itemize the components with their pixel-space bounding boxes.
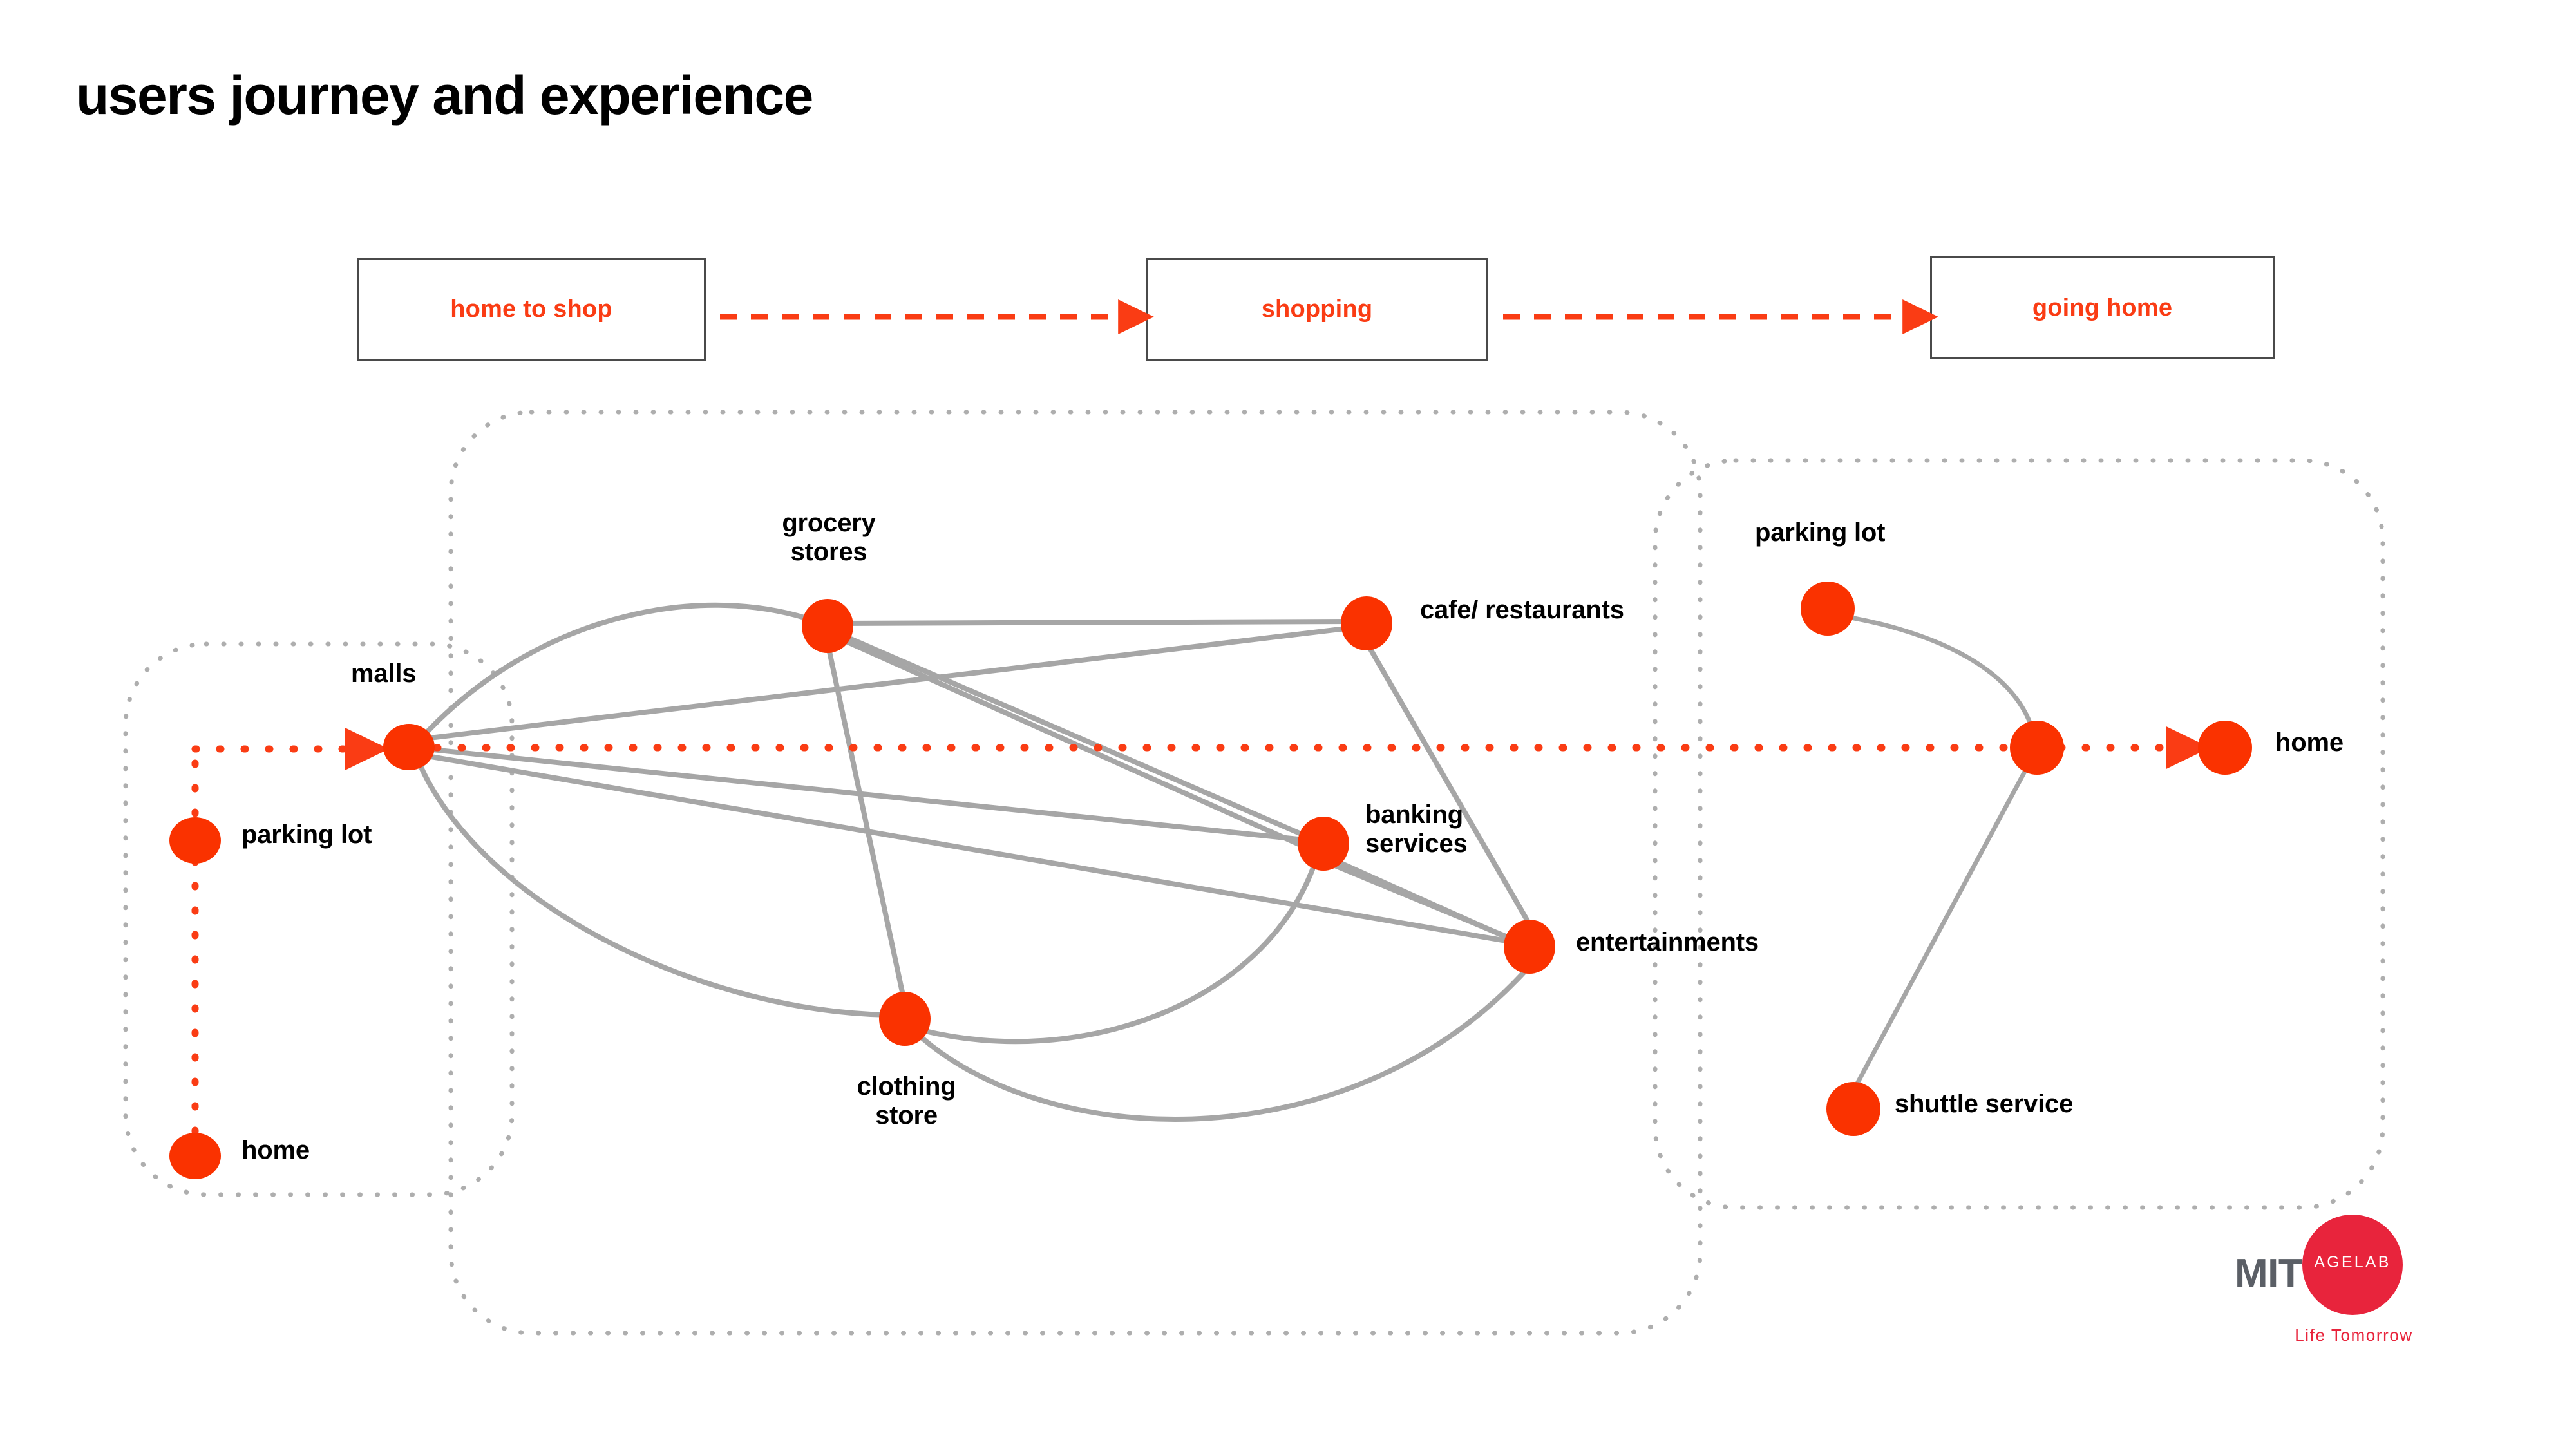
phase-box-going-home[interactable]: going home: [1930, 256, 2275, 359]
edge-banking-entertainments: [1331, 862, 1513, 942]
node-label-home-left: home: [242, 1136, 310, 1164]
node-label-cafe-restaurants: cafe/ restaurants: [1420, 596, 1624, 624]
node-label-entertainments: entertainments: [1576, 928, 1759, 956]
node-junction[interactable]: [2010, 721, 2064, 775]
phase-label-home-to-shop: home to shop: [450, 295, 612, 323]
edge-banking-clothing: [922, 865, 1316, 1045]
phase-box-home-to-shop[interactable]: home to shop: [357, 258, 706, 361]
edge-grocery-clothing: [827, 651, 905, 996]
edge-parkingright-junction: [1822, 611, 2038, 741]
node-clothing-store[interactable]: [879, 992, 931, 1046]
edge-grocery-banking: [835, 630, 1310, 840]
node-label-home-right: home: [2275, 728, 2344, 757]
phase-box-shopping[interactable]: shopping: [1146, 258, 1488, 361]
node-home-right[interactable]: [2198, 721, 2252, 775]
page-title: users journey and experience: [76, 65, 813, 126]
cluster-boundaries: [123, 410, 2385, 1336]
cluster-shopping: [448, 410, 1703, 1336]
node-entertainments[interactable]: [1504, 920, 1555, 974]
node-parking-right[interactable]: [1801, 582, 1855, 636]
node-shuttle-service[interactable]: [1826, 1082, 1880, 1136]
node-label-banking-services: banking services: [1365, 800, 1468, 858]
mit-wordmark: MIT: [2235, 1251, 2303, 1296]
agelab-circle-icon: [2302, 1215, 2403, 1315]
node-cafe-restaurants[interactable]: [1341, 596, 1392, 650]
cluster-home-to-shop: [123, 641, 515, 1197]
edge-shuttle-junction: [1844, 753, 2036, 1104]
edge-malls-grocery: [415, 602, 818, 744]
edge-clothing-entertainments: [920, 969, 1527, 1122]
node-label-grocery-stores: grocery stores: [782, 509, 876, 566]
edge-malls-cafe: [418, 625, 1352, 742]
phase-label-going-home: going home: [2032, 294, 2173, 321]
node-malls[interactable]: [383, 724, 435, 770]
phase-label-shopping: shopping: [1261, 295, 1373, 323]
node-label-shuttle-service: shuttle service: [1895, 1090, 2074, 1118]
node-home-left[interactable]: [169, 1133, 221, 1179]
edge-malls-entertainments: [419, 752, 1511, 944]
logo-tagline: Life Tomorrow: [2295, 1325, 2413, 1345]
mit-agelab-logo: MIT AGELAB Life Tomorrow: [2235, 1199, 2505, 1379]
node-edges: [415, 602, 2038, 1122]
edge-cafe-entertainments: [1368, 647, 1530, 923]
edge-grocery-cafe: [837, 619, 1352, 626]
node-parking-left[interactable]: [169, 817, 221, 864]
edge-malls-banking: [419, 746, 1311, 843]
node-label-parking-left: parking lot: [242, 820, 372, 849]
node-grocery-stores[interactable]: [802, 599, 853, 653]
agelab-wordmark: AGELAB: [2314, 1253, 2391, 1271]
node-label-malls: malls: [351, 659, 417, 688]
node-label-parking-right: parking lot: [1755, 518, 1886, 547]
edge-grocery-entertainments: [833, 634, 1511, 942]
edge-malls-clothing: [415, 757, 889, 1018]
node-label-clothing-store: clothing store: [857, 1072, 956, 1130]
node-banking-services[interactable]: [1298, 817, 1349, 871]
